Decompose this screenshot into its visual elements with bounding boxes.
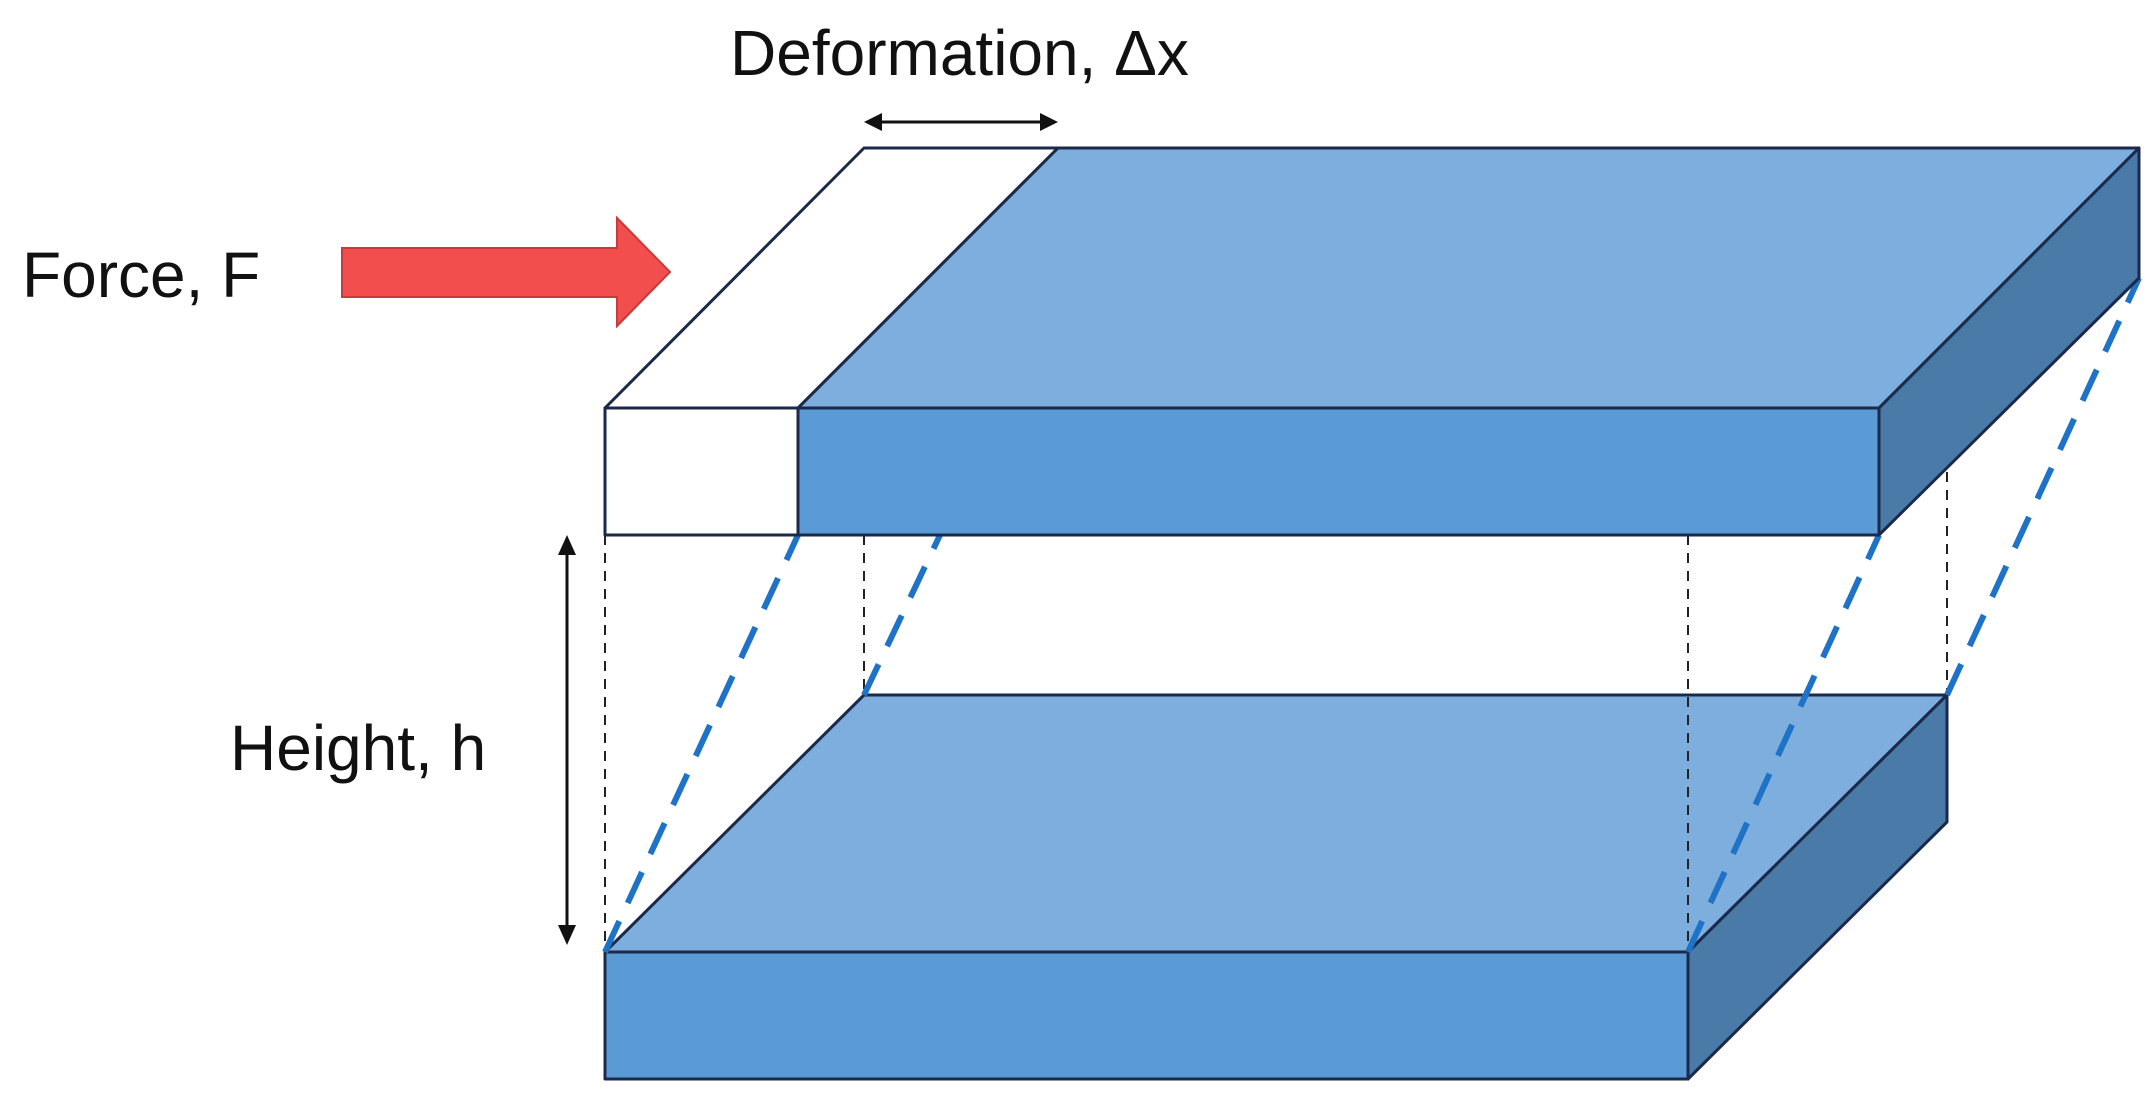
height-arrow-head-bottom	[558, 925, 576, 945]
top-plate	[796, 146, 2141, 537]
bottom-plate-front-face	[603, 950, 1690, 1081]
shear-line-front-left	[602, 533, 801, 954]
original-front-face-outline	[603, 406, 800, 537]
height-label: Height, h	[230, 712, 486, 784]
top-plate-front-face	[796, 406, 1881, 537]
deformation-arrow-head-left	[864, 113, 882, 131]
force-arrow	[341, 215, 672, 329]
shear-line-front-right	[1685, 533, 1882, 954]
shear-line-back-right	[1944, 276, 2142, 697]
shear-line-back-left	[861, 533, 943, 697]
height-arrow-head-top	[558, 535, 576, 555]
height-arrow	[558, 535, 576, 945]
shear-lines	[602, 276, 2142, 954]
deformation-arrow	[864, 113, 1058, 131]
force-label: Force, F	[22, 239, 260, 311]
deformation-label: Deformation, Δx	[730, 17, 1189, 89]
deformation-arrow-head-right	[1040, 113, 1058, 131]
original-position-outline	[603, 146, 1060, 537]
bottom-plate	[603, 693, 1949, 1081]
vertical-guide-lines	[604, 472, 1948, 952]
